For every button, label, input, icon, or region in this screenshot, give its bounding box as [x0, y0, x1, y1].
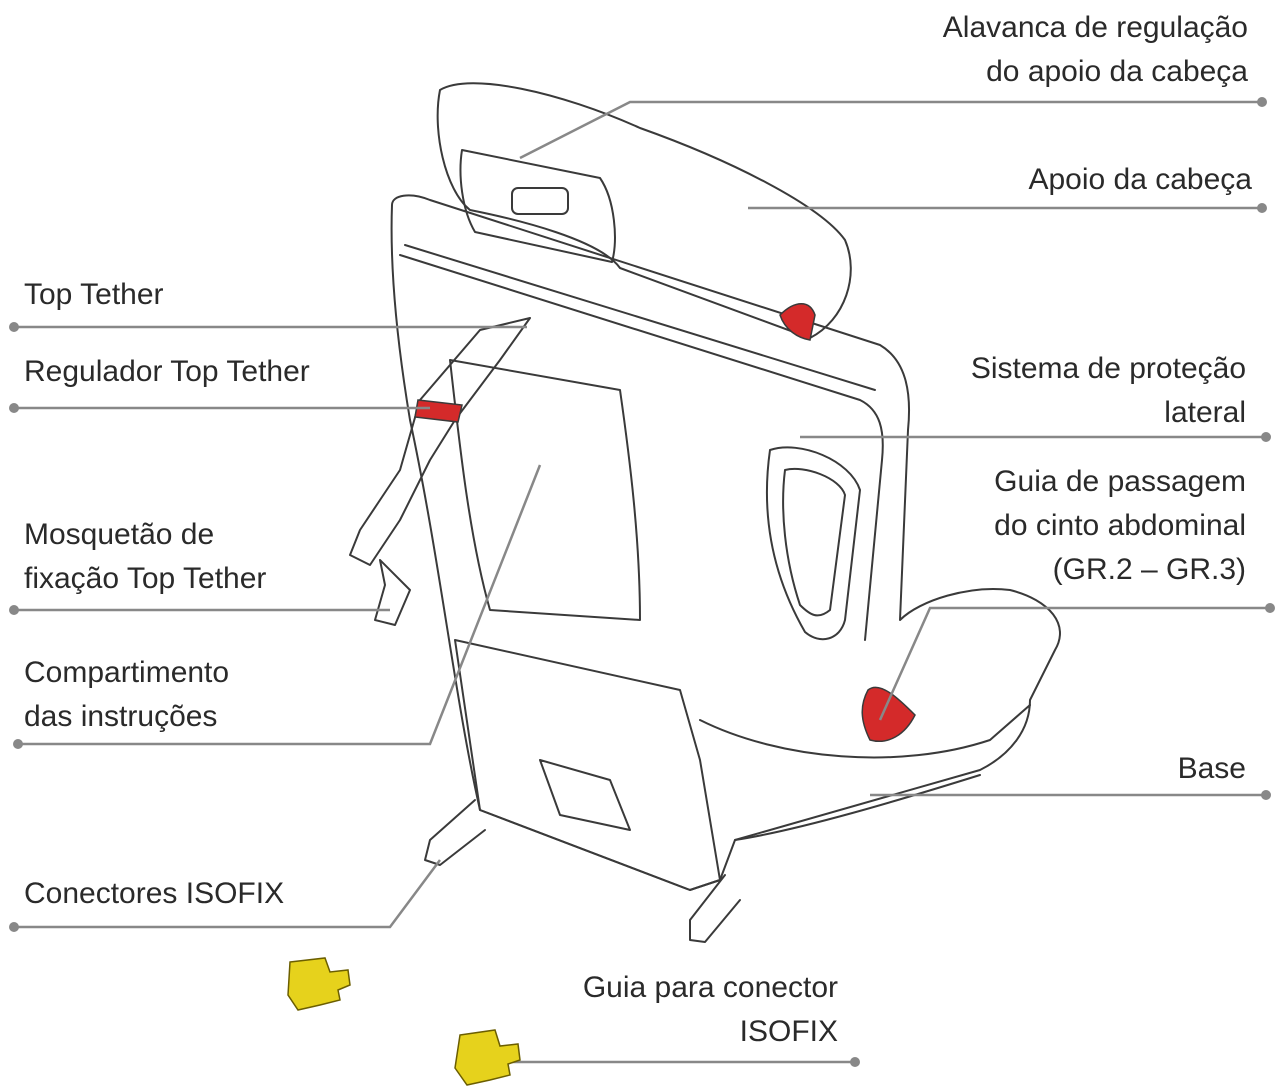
- leader-dot: [1257, 97, 1267, 107]
- seat-cushion: [699, 704, 1031, 759]
- label-line: Base: [1177, 752, 1246, 785]
- label-head-lever: Alavanca de regulação do apoio da cabeça: [943, 6, 1248, 94]
- label-line: Compartimento: [24, 656, 230, 689]
- car-seat-illustration: [349, 82, 1061, 943]
- isofix-guide-icons: [287, 957, 521, 1086]
- label-line: do cinto abdominal: [994, 509, 1246, 542]
- leader-head-lever: [519, 100, 1262, 160]
- label-line: Regulador Top Tether: [24, 355, 310, 388]
- label-line: Sistema de proteção: [970, 352, 1246, 385]
- side-belt-guide-inner: [782, 467, 846, 617]
- rear-window: [539, 759, 631, 831]
- leader-dot: [1261, 432, 1271, 442]
- label-line: Guia de passagem: [994, 465, 1246, 498]
- headrest-outline: [436, 82, 852, 339]
- label-line: Guia para conector: [582, 971, 838, 1004]
- isofix-guide-icon-2: [454, 1029, 521, 1086]
- seat-base-bottom: [734, 774, 981, 841]
- rear-base: [454, 639, 721, 891]
- leader-isofix: [14, 859, 442, 929]
- label-line: Mosquetão de: [24, 518, 215, 551]
- label-top-tether: Top Tether: [24, 273, 164, 317]
- leader-dots: [9, 97, 1275, 1067]
- isofix-arm-left: [424, 799, 486, 866]
- label-line: Conectores ISOFIX: [24, 877, 285, 910]
- label-headrest: Apoio da cabeça: [1028, 158, 1252, 202]
- leader-belt-guide: [878, 606, 1270, 721]
- leader-dot: [9, 605, 19, 615]
- leader-dot: [13, 739, 23, 749]
- label-line: ISOFIX: [739, 1015, 838, 1048]
- leader-dot: [9, 322, 19, 332]
- leader-dot: [1257, 203, 1267, 213]
- label-belt-guide: Guia de passagem do cinto abdominal (GR.…: [994, 460, 1246, 592]
- headrest-red-part: [779, 303, 816, 341]
- leader-compartment: [18, 464, 542, 746]
- leader-dot: [1261, 790, 1271, 800]
- side-belt-guide: [765, 446, 861, 641]
- headrest-inner: [459, 149, 616, 263]
- tether-hook: [374, 559, 411, 626]
- leader-dot: [9, 403, 19, 413]
- rear-panel: [449, 359, 641, 621]
- leader-dot: [9, 922, 19, 932]
- label-line: Apoio da cabeça: [1028, 163, 1252, 196]
- label-line: fixação Top Tether: [24, 562, 267, 595]
- tether-regulator-red: [414, 399, 463, 423]
- backrest-inner: [399, 254, 884, 641]
- backrest-panel: [404, 244, 876, 391]
- base-red-part: [861, 686, 916, 742]
- label-compartment: Compartimento das instruções: [24, 651, 229, 739]
- label-isofix-connectors: Conectores ISOFIX: [24, 872, 284, 916]
- label-isofix-guide: Guia para conector ISOFIX: [583, 966, 838, 1054]
- leader-dot: [850, 1057, 860, 1067]
- isofix-arm-right: [689, 874, 741, 943]
- label-tether-regulator: Regulador Top Tether: [24, 350, 310, 394]
- label-line: (GR.2 – GR.3): [1052, 553, 1246, 586]
- label-line: das instruções: [24, 700, 218, 733]
- headrest-slot: [511, 187, 569, 215]
- label-line: do apoio da cabeça: [986, 55, 1248, 88]
- label-base: Base: [1178, 747, 1246, 791]
- isofix-guide-icon-1: [287, 957, 351, 1011]
- leader-lines: [14, 100, 1270, 1064]
- label-line: Top Tether: [24, 278, 164, 311]
- red-parts: [414, 303, 916, 742]
- label-line: Alavanca de regulação: [942, 11, 1248, 44]
- leader-dot: [1265, 603, 1275, 613]
- label-line: lateral: [1164, 396, 1246, 429]
- label-side-protection: Sistema de proteção lateral: [971, 347, 1246, 435]
- backrest-outer: [390, 194, 1061, 891]
- tether-strap: [349, 317, 531, 566]
- label-carabiner: Mosquetão de fixação Top Tether: [24, 513, 266, 601]
